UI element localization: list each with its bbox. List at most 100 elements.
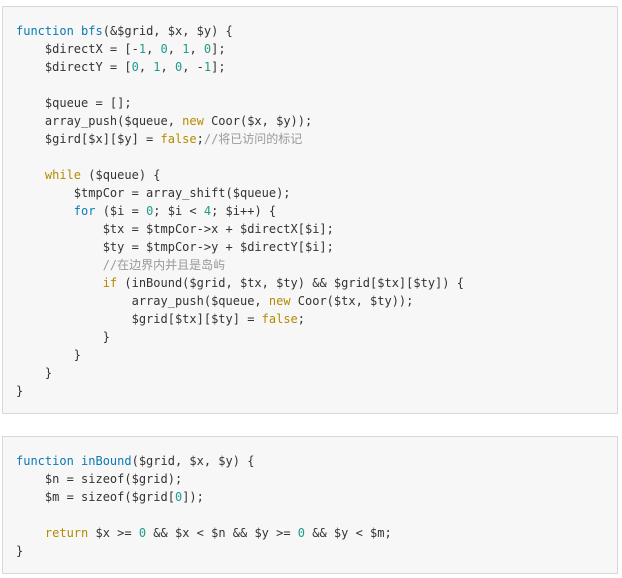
code-token xyxy=(16,258,103,272)
code-line: $gird[$x][$y] = false;//将已访问的标记 xyxy=(16,130,464,148)
code-line xyxy=(16,506,392,524)
code-token: , xyxy=(160,60,175,74)
code-token: $ty = $tmpCor->y + $directY[$i]; xyxy=(16,240,334,254)
code-token: , xyxy=(167,42,183,56)
code-line: } xyxy=(16,382,464,400)
code-token: && $y < $m; xyxy=(305,526,392,540)
code-token: } xyxy=(16,384,24,398)
code-line: array_push($queue, new Coor($x, $y)); xyxy=(16,112,464,130)
code-token: (inBound($grid, $tx, $ty) && $grid[$tx][… xyxy=(117,276,464,290)
code-line: array_push($queue, new Coor($tx, $ty)); xyxy=(16,292,464,310)
code-token: ]; xyxy=(211,42,226,56)
code-line: $ty = $tmpCor->y + $directY[$i]; xyxy=(16,238,464,256)
code-token: 0 xyxy=(203,42,212,56)
code-token: $tx = $tmpCor->x + $directX[$i]; xyxy=(16,222,334,236)
code-token: 0 xyxy=(146,204,154,218)
code-line: $grid[$tx][$ty] = false; xyxy=(16,310,464,328)
code-token: if xyxy=(102,276,118,290)
code-line: return $x >= 0 && $x < $n && $y >= 0 && … xyxy=(16,524,392,542)
code-token: 1 xyxy=(138,42,147,56)
code-token: } xyxy=(16,366,53,380)
code-token: $directX = [- xyxy=(16,42,139,56)
code-token: $queue = []; xyxy=(16,96,132,110)
code-comment: //在边界内并且是岛屿 xyxy=(102,258,226,272)
code-line: while ($queue) { xyxy=(16,166,464,184)
code-token xyxy=(16,526,45,540)
code-token: && $x < $n && $y >= xyxy=(146,526,298,540)
code-token: 0 xyxy=(160,42,168,56)
code-token: (&$grid, $x, $y) { xyxy=(102,24,233,38)
code-token: function xyxy=(16,454,74,468)
code-token: 0 xyxy=(138,526,147,540)
code-content: function bfs(&$grid, $x, $y) { $directX … xyxy=(16,22,464,400)
code-token: $n = sizeof($grid); xyxy=(16,472,183,486)
code-token: $x >= xyxy=(88,526,139,540)
code-token: $grid[$tx][$ty] = xyxy=(16,312,262,326)
code-token: , xyxy=(189,42,204,56)
code-token: $tmpCor = array_shift($queue); xyxy=(16,186,291,200)
code-line: } xyxy=(16,346,464,364)
code-token: , xyxy=(138,60,154,74)
code-token: ($grid, $x, $y) { xyxy=(131,454,255,468)
code-line: } xyxy=(16,328,464,346)
code-line: for ($i = 0; $i < 4; $i++) { xyxy=(16,202,464,220)
code-line: $queue = []; xyxy=(16,94,464,112)
code-token: ; $i++) { xyxy=(211,204,277,218)
code-token: while xyxy=(44,168,82,182)
code-token: , - xyxy=(182,60,204,74)
code-token: , xyxy=(146,42,161,56)
code-token: false xyxy=(261,312,298,326)
code-token xyxy=(74,454,81,468)
code-line: $tx = $tmpCor->x + $directX[$i]; xyxy=(16,220,464,238)
code-line xyxy=(16,76,464,94)
code-token: ($i = xyxy=(95,204,147,218)
code-token: } xyxy=(16,348,82,362)
code-line: //在边界内并且是岛屿 xyxy=(16,256,464,274)
code-line: $tmpCor = array_shift($queue); xyxy=(16,184,464,202)
code-token: ; xyxy=(196,132,204,146)
code-token: 1 xyxy=(153,60,161,74)
code-token: $m = sizeof($grid[ xyxy=(16,490,175,504)
code-token: $gird[$x][$y] = xyxy=(16,132,161,146)
code-token: 0 xyxy=(297,526,306,540)
code-content: function inBound($grid, $x, $y) { $n = s… xyxy=(16,452,392,560)
code-line: } xyxy=(16,364,464,382)
code-token: Coor($tx, $ty)); xyxy=(290,294,414,308)
code-token: new xyxy=(268,294,291,308)
code-token: for xyxy=(73,204,96,218)
code-line: function inBound($grid, $x, $y) { xyxy=(16,452,392,470)
code-token: 0 xyxy=(131,60,139,74)
code-token: ($queue) { xyxy=(81,168,161,182)
code-token: array_push($queue, xyxy=(16,294,269,308)
code-token: } xyxy=(16,330,110,344)
code-token: 1 xyxy=(182,42,190,56)
code-token: new xyxy=(182,114,204,128)
code-token: $directY = [ xyxy=(16,60,132,74)
code-line: $m = sizeof($grid[0]); xyxy=(16,488,392,506)
code-token: ; $i < xyxy=(153,204,204,218)
code-token: ; xyxy=(297,312,305,326)
code-token xyxy=(16,276,103,290)
code-comment: //将已访问的标记 xyxy=(203,132,303,146)
code-token xyxy=(74,24,81,38)
code-token: 0 xyxy=(174,490,183,504)
code-token: ]); xyxy=(182,490,204,504)
code-token: 1 xyxy=(203,60,212,74)
code-token xyxy=(16,204,74,218)
code-token: return xyxy=(44,526,89,540)
code-token: ]; xyxy=(211,60,226,74)
code-token: function xyxy=(16,24,74,38)
code-token xyxy=(16,168,45,182)
code-block-inbound: function inBound($grid, $x, $y) { $n = s… xyxy=(2,436,618,574)
code-token: bfs xyxy=(81,24,103,38)
code-line: function bfs(&$grid, $x, $y) { xyxy=(16,22,464,40)
code-line: $directY = [0, 1, 0, -1]; xyxy=(16,58,464,76)
code-token: 4 xyxy=(203,204,212,218)
code-block-bfs: function bfs(&$grid, $x, $y) { $directX … xyxy=(2,6,618,414)
code-line: } xyxy=(16,542,392,560)
code-token: false xyxy=(160,132,197,146)
code-line: if (inBound($grid, $tx, $ty) && $grid[$t… xyxy=(16,274,464,292)
code-line: $directX = [-1, 0, 1, 0]; xyxy=(16,40,464,58)
code-token: Coor($x, $y)); xyxy=(203,114,313,128)
code-token: inBound xyxy=(81,454,132,468)
